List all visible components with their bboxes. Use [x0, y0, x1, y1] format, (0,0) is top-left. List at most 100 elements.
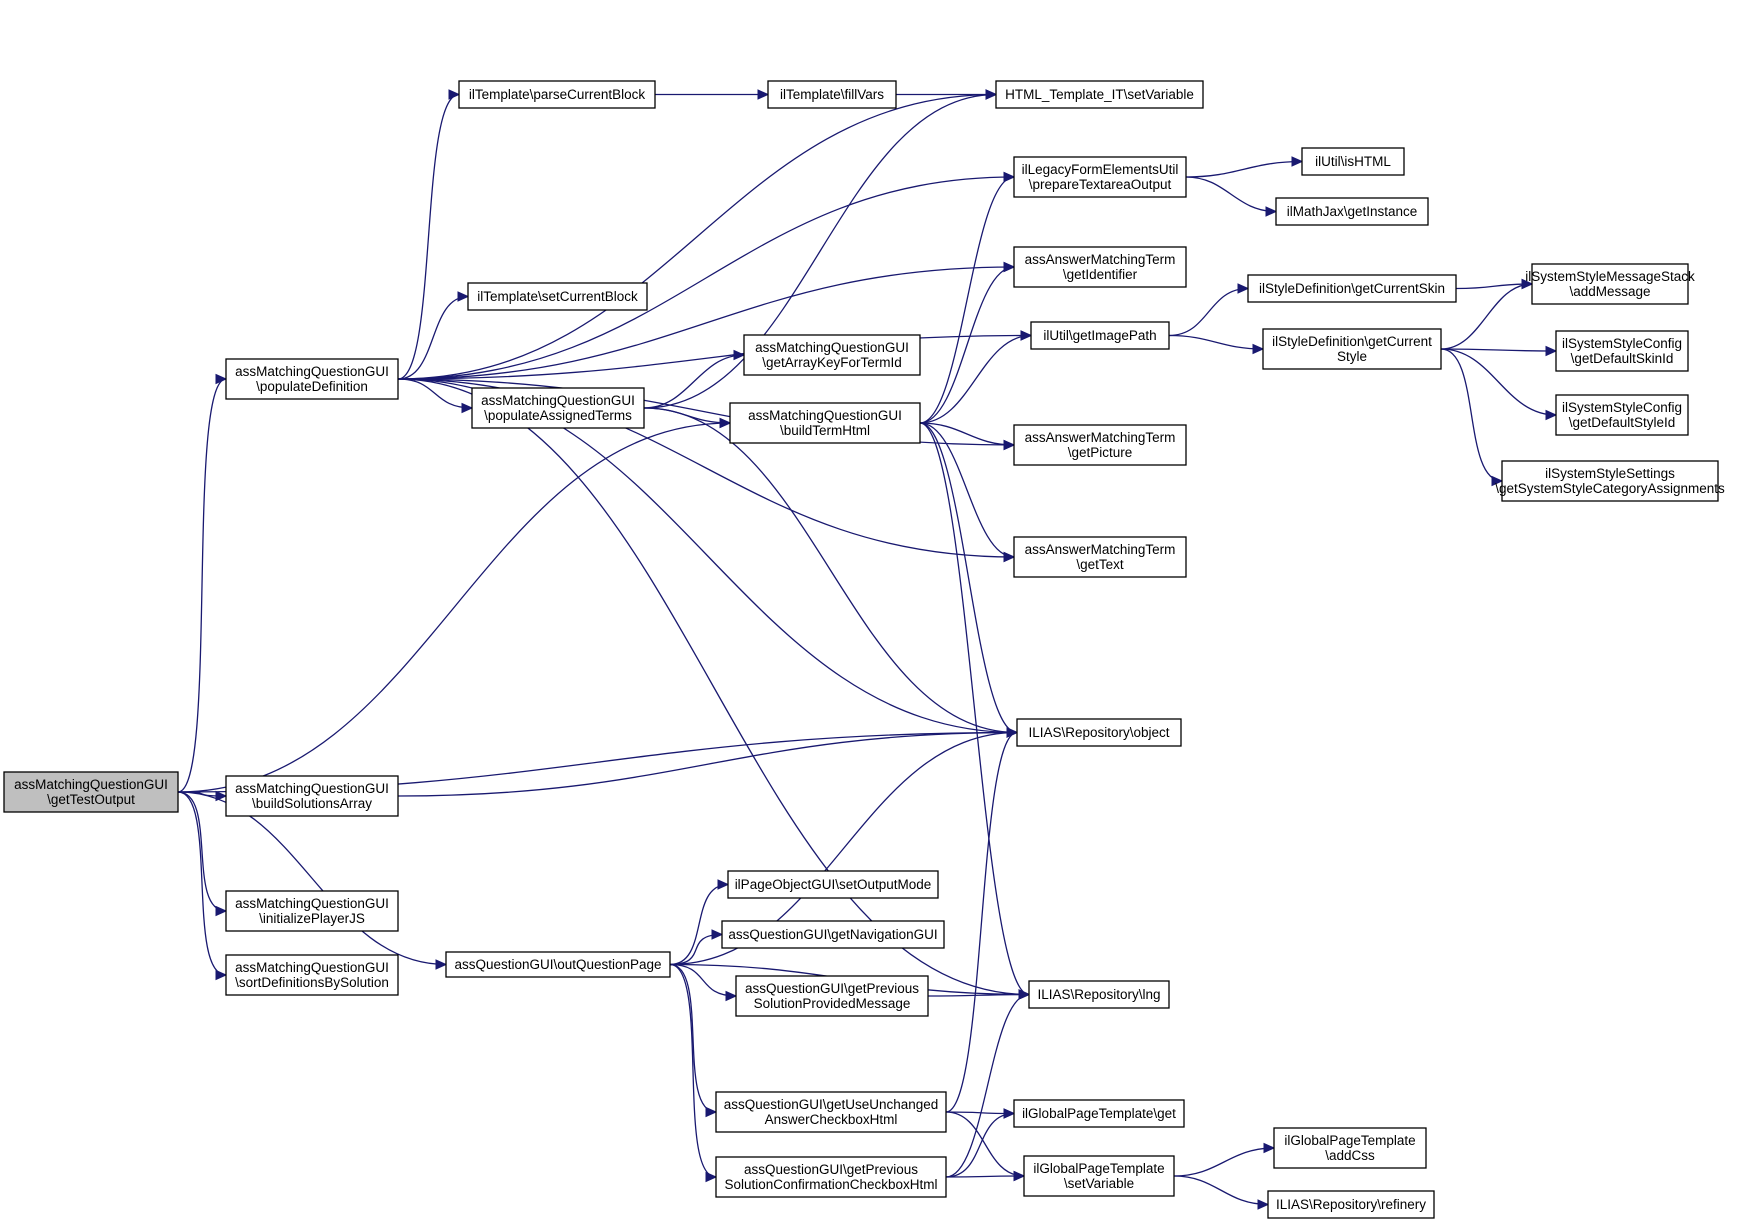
node-box	[1013, 246, 1187, 288]
node-get-picture[interactable]: assAnswerMatchingTerm\getPicture	[1013, 424, 1187, 466]
node-box	[225, 358, 399, 400]
edge-layer	[177, 89, 1558, 1210]
node-box	[767, 80, 897, 109]
arrowhead-icon	[1006, 727, 1019, 738]
node-box	[3, 771, 179, 813]
node-label-line: assQuestionGUI\getNavigationGUI	[728, 927, 937, 942]
node-label-line: ilPageObjectGUI\setOutputMode	[735, 877, 932, 892]
edge-get-previous-solution-confirmation-checkbox-html-to-repository-lng	[945, 993, 1030, 1178]
node-box	[1273, 1127, 1427, 1169]
node-html-template-set-variable[interactable]: HTML_Template_IT\setVariable	[995, 80, 1204, 109]
node-repository-object[interactable]: ILIAS\Repository\object	[1016, 718, 1182, 747]
node-get-current-skin[interactable]: ilStyleDefinition\getCurrentSkin	[1247, 274, 1457, 303]
edge-out-question-page-to-get-use-unchanged-answer-checkbox-html	[669, 963, 717, 1113]
node-box	[743, 334, 921, 376]
node-label-line: ilStyleDefinition\getCurrent	[1272, 334, 1432, 349]
node-label-line: ILIAS\Repository\object	[1028, 725, 1169, 740]
edge-populate-definition-to-html-template-set-variable	[397, 93, 997, 380]
node-box	[721, 920, 945, 949]
node-global-set-variable[interactable]: ilGlobalPageTemplate\setVariable	[1023, 1155, 1175, 1197]
node-global-get[interactable]: ilGlobalPageTemplate\get	[1013, 1099, 1185, 1128]
node-build-solutions-array[interactable]: assMatchingQuestionGUI\buildSolutionsArr…	[225, 775, 399, 817]
node-repository-lng[interactable]: ILIAS\Repository\lng	[1028, 980, 1170, 1009]
node-box	[715, 1156, 947, 1198]
arrowhead-icon	[448, 89, 461, 100]
node-initialize-player-js[interactable]: assMatchingQuestionGUI\initializePlayerJ…	[225, 890, 399, 932]
node-get-previous-solution-provided-message[interactable]: assQuestionGUI\getPreviousSolutionProvid…	[735, 975, 929, 1017]
node-box	[1013, 1099, 1185, 1128]
edge-get-previous-solution-confirmation-checkbox-html-to-global-get	[945, 1112, 1015, 1178]
node-parse-current-block[interactable]: ilTemplate\parseCurrentBlock	[458, 80, 656, 109]
node-is-html[interactable]: ilUtil\isHTML	[1301, 147, 1405, 176]
node-get-instance[interactable]: ilMathJax\getInstance	[1275, 197, 1429, 226]
arrowhead-icon	[1003, 551, 1016, 563]
node-populate-definition[interactable]: assMatchingQuestionGUI\populateDefinitio…	[225, 358, 399, 400]
node-get-image-path[interactable]: ilUtil\getImagePath	[1030, 321, 1170, 350]
edge-get-previous-solution-confirmation-checkbox-html-to-global-set-variable	[945, 1175, 1025, 1178]
node-prepare-textarea-output[interactable]: ilLegacyFormElementsUtil\prepareTextarea…	[1013, 156, 1187, 198]
node-box	[1275, 197, 1429, 226]
arrowhead-icon	[717, 879, 730, 890]
edge-get-use-unchanged-answer-checkbox-html-to-global-set-variable	[945, 1111, 1025, 1177]
node-label-line: \getPicture	[1068, 445, 1133, 460]
node-sort-definitions-by-solution[interactable]: assMatchingQuestionGUI\sortDefinitionsBy…	[225, 954, 399, 996]
node-label-line: ilMathJax\getInstance	[1287, 204, 1418, 219]
node-add-message[interactable]: ilSystemStyleMessageStack\addMessage	[1525, 263, 1695, 305]
arrowhead-icon	[215, 373, 228, 385]
node-label-line: assMatchingQuestionGUI	[748, 408, 902, 423]
node-box	[1028, 980, 1170, 1009]
node-get-previous-solution-confirmation-checkbox-html[interactable]: assQuestionGUI\getPreviousSolutionConfir…	[715, 1156, 947, 1198]
node-fill-vars[interactable]: ilTemplate\fillVars	[767, 80, 897, 109]
node-label-line: SolutionProvidedMessage	[754, 996, 911, 1011]
node-get-system-style-category-assignments[interactable]: ilSystemStyleSettings\getSystemStyleCate…	[1495, 460, 1725, 502]
edge-out-question-page-to-get-previous-solution-provided-message	[669, 963, 737, 997]
node-get-identifier[interactable]: assAnswerMatchingTerm\getIdentifier	[1013, 246, 1187, 288]
node-label-line: ilGlobalPageTemplate\get	[1022, 1106, 1176, 1121]
node-box	[1267, 1190, 1435, 1219]
edge-get-test-output-to-build-term-html	[177, 422, 731, 793]
node-box	[458, 80, 656, 109]
edge-build-term-html-to-prepare-textarea-output	[919, 176, 1015, 424]
node-get-default-skin-id[interactable]: ilSystemStyleConfig\getDefaultSkinId	[1555, 330, 1689, 372]
node-refinery[interactable]: ILIAS\Repository\refinery	[1267, 1190, 1435, 1219]
edge-populate-definition-to-parse-current-block	[397, 93, 460, 380]
arrowhead-icon	[1003, 439, 1016, 451]
node-add-css[interactable]: ilGlobalPageTemplate\addCss	[1273, 1127, 1427, 1169]
arrowhead-icon	[215, 905, 228, 917]
node-set-output-mode[interactable]: ilPageObjectGUI\setOutputMode	[727, 870, 939, 899]
node-get-array-key-for-term-id[interactable]: assMatchingQuestionGUI\getArrayKeyForTer…	[743, 334, 921, 376]
node-out-question-page[interactable]: assQuestionGUI\outQuestionPage	[445, 951, 671, 978]
node-label-line: \getText	[1076, 557, 1124, 572]
node-populate-assigned-terms[interactable]: assMatchingQuestionGUI\populateAssignedT…	[471, 387, 645, 429]
node-get-default-style-id[interactable]: ilSystemStyleConfig\getDefaultStyleId	[1555, 394, 1689, 436]
node-get-test-output[interactable]: assMatchingQuestionGUI\getTestOutput	[3, 771, 179, 813]
arrowhead-icon	[1265, 206, 1278, 217]
node-label-line: assQuestionGUI\getPrevious	[744, 1162, 918, 1177]
node-box	[1501, 460, 1719, 502]
node-box	[1016, 718, 1182, 747]
edge-prepare-textarea-output-to-is-html	[1185, 160, 1303, 178]
arrowhead-icon	[733, 349, 746, 361]
node-box	[1531, 263, 1689, 305]
node-set-current-block[interactable]: ilTemplate\setCurrentBlock	[467, 282, 648, 311]
node-get-text[interactable]: assAnswerMatchingTerm\getText	[1013, 536, 1187, 578]
edge-build-term-html-to-repository-lng	[919, 422, 1030, 996]
node-box	[727, 870, 939, 899]
node-box	[715, 1091, 947, 1133]
node-label-line: ilGlobalPageTemplate	[1033, 1161, 1164, 1176]
node-label-line: assQuestionGUI\outQuestionPage	[454, 957, 661, 972]
node-label-line: ilTemplate\fillVars	[780, 87, 884, 102]
node-build-term-html[interactable]: assMatchingQuestionGUI\buildTermHtml	[729, 402, 921, 444]
edge-get-current-style-to-add-message	[1440, 283, 1533, 350]
node-label-line: \addMessage	[1569, 284, 1650, 299]
node-box	[1013, 536, 1187, 578]
edge-get-previous-solution-provided-message-to-repository-lng	[927, 993, 1030, 997]
arrowhead-icon	[1013, 1170, 1026, 1182]
node-get-use-unchanged-answer-checkbox-html[interactable]: assQuestionGUI\getUseUnchangedAnswerChec…	[715, 1091, 947, 1133]
arrowhead-icon	[1545, 345, 1558, 357]
edge-get-use-unchanged-answer-checkbox-html-to-global-get	[945, 1111, 1015, 1115]
node-get-navigation-gui[interactable]: assQuestionGUI\getNavigationGUI	[721, 920, 945, 949]
node-label-line: assMatchingQuestionGUI	[235, 781, 389, 796]
